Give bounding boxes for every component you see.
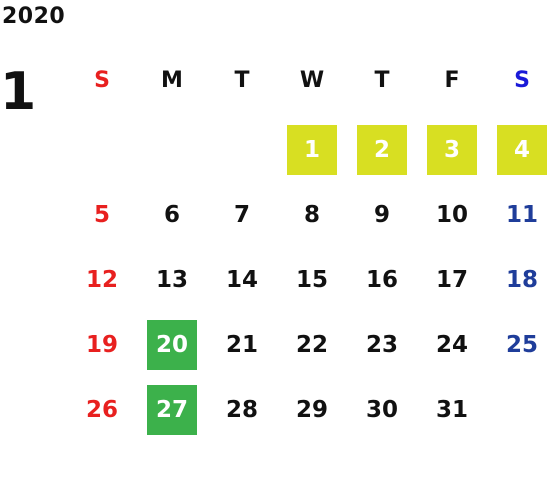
weekday-header-wed: W xyxy=(299,67,325,93)
day-cell-20[interactable]: 20 xyxy=(147,320,197,370)
day-cell-28[interactable]: 28 xyxy=(225,397,258,423)
weekday-header-fri: F xyxy=(444,67,460,93)
day-cell-3[interactable]: 3 xyxy=(427,125,477,175)
day-cell-29[interactable]: 29 xyxy=(295,397,328,423)
weekday-header-thu: T xyxy=(374,67,390,93)
day-cell-14[interactable]: 14 xyxy=(225,267,258,293)
day-cell-26[interactable]: 26 xyxy=(85,397,118,423)
day-cell-12[interactable]: 12 xyxy=(85,267,118,293)
day-cell-21[interactable]: 21 xyxy=(225,332,258,358)
day-cell-9[interactable]: 9 xyxy=(373,202,390,228)
weekday-header-tue: T xyxy=(234,67,250,93)
day-cell-25[interactable]: 25 xyxy=(505,332,538,358)
day-cell-27[interactable]: 27 xyxy=(147,385,197,435)
day-cell-10[interactable]: 10 xyxy=(435,202,468,228)
weekday-header-sat: S xyxy=(514,67,530,93)
day-cell-31[interactable]: 31 xyxy=(435,397,468,423)
day-cell-5[interactable]: 5 xyxy=(93,202,110,228)
day-cell-19[interactable]: 19 xyxy=(85,332,118,358)
weekday-header-mon: M xyxy=(161,67,183,93)
day-cell-22[interactable]: 22 xyxy=(295,332,328,358)
year-label: 2020 xyxy=(2,4,66,29)
day-cell-1[interactable]: 1 xyxy=(287,125,337,175)
day-cell-4[interactable]: 4 xyxy=(497,125,547,175)
day-cell-16[interactable]: 16 xyxy=(365,267,398,293)
day-cell-2[interactable]: 2 xyxy=(357,125,407,175)
day-cell-24[interactable]: 24 xyxy=(435,332,468,358)
day-cell-13[interactable]: 13 xyxy=(155,267,188,293)
day-cell-30[interactable]: 30 xyxy=(365,397,398,423)
weekday-header-sun: S xyxy=(94,67,110,93)
day-cell-17[interactable]: 17 xyxy=(435,267,468,293)
month-number: 1 xyxy=(0,62,37,122)
day-cell-7[interactable]: 7 xyxy=(233,202,250,228)
day-cell-6[interactable]: 6 xyxy=(163,202,180,228)
day-cell-15[interactable]: 15 xyxy=(295,267,328,293)
day-cell-23[interactable]: 23 xyxy=(365,332,398,358)
day-cell-8[interactable]: 8 xyxy=(303,202,320,228)
day-cell-18[interactable]: 18 xyxy=(505,267,538,293)
day-cell-11[interactable]: 11 xyxy=(505,202,538,228)
